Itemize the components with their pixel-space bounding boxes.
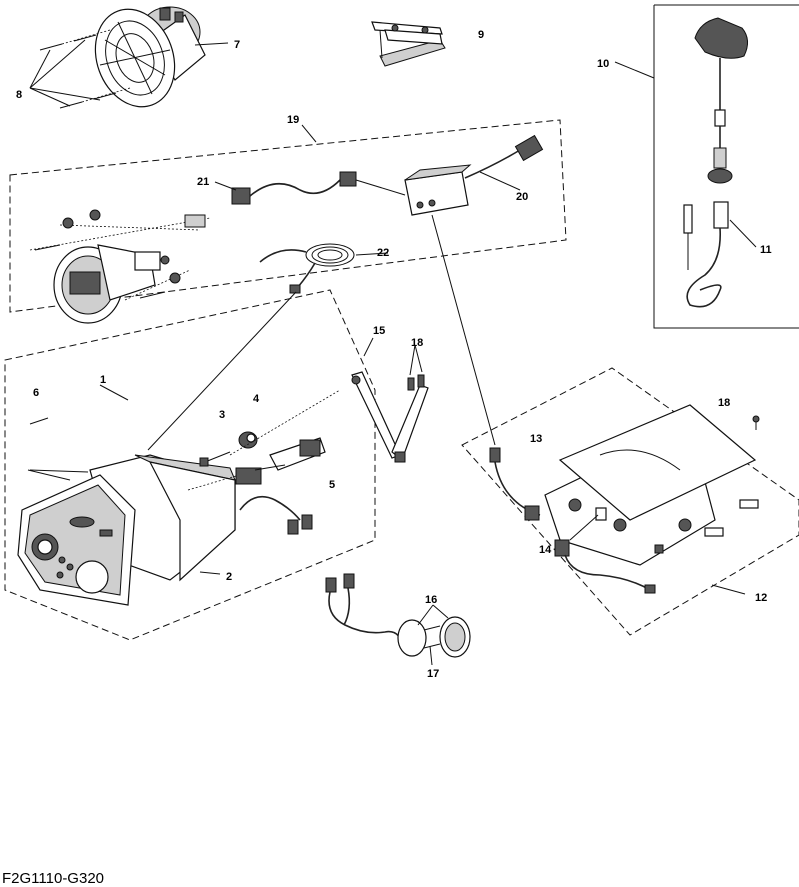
- antenna-cable-11: [683, 201, 729, 308]
- group-1-boundary: [4, 289, 376, 641]
- callout-14: 14: [539, 544, 552, 556]
- guide-line-21: [355, 179, 406, 196]
- guide-line-gauge: [147, 291, 297, 451]
- group-12-boundary: [461, 367, 799, 636]
- screw-18-right: [752, 415, 760, 430]
- plug-3: [199, 451, 231, 467]
- cable-and-socket: [325, 573, 471, 666]
- coiled-cable-22: [259, 243, 389, 294]
- callout-18: 18: [411, 337, 423, 349]
- callout-3: 3: [219, 409, 225, 421]
- guide-line-splitter: [431, 214, 496, 446]
- leader-12: [711, 584, 746, 595]
- guide-line-5: [187, 475, 237, 491]
- callout-1: 1: [100, 374, 106, 386]
- leader-15: [363, 337, 374, 357]
- screws-8: [29, 29, 131, 109]
- knob-4: [238, 431, 258, 449]
- callout-18-right: 18: [718, 397, 730, 409]
- harness-14: [554, 507, 656, 594]
- callout-4: 4: [253, 393, 260, 405]
- harness-5: [235, 437, 326, 535]
- antenna-10: [694, 17, 748, 184]
- gauge-assembly: [29, 209, 211, 324]
- callout-15: 15: [373, 325, 385, 337]
- splitter-20: [404, 134, 544, 216]
- module-12: [544, 404, 759, 566]
- speaker-7: [94, 6, 206, 108]
- callout-20: 20: [516, 191, 528, 203]
- callout-21: 21: [197, 176, 209, 188]
- callout-22: 22: [377, 247, 389, 259]
- callout-6: 6: [33, 387, 39, 399]
- leader-1: [99, 384, 129, 401]
- callout-11: 11: [760, 244, 772, 256]
- callout-10: 10: [597, 58, 609, 70]
- cable-21: [214, 171, 357, 205]
- guide-line-4: [229, 389, 341, 456]
- callout-5: 5: [329, 479, 335, 491]
- diagram-code: F2G1110-G320: [2, 870, 105, 887]
- strap-15: [351, 371, 429, 463]
- callout-8: 8: [16, 89, 22, 101]
- radio-unit-2: [17, 454, 236, 606]
- leader-19: [301, 124, 317, 143]
- callout-2: 2: [226, 571, 232, 583]
- group-10-boundary: [653, 5, 799, 329]
- callout-9: 9: [478, 29, 484, 41]
- leader-2: [199, 571, 221, 575]
- clips-18: [407, 344, 425, 391]
- bracket-9: [371, 21, 446, 67]
- connector-13: [489, 447, 541, 521]
- leader-7: [194, 42, 229, 46]
- callout-19: 19: [287, 114, 299, 126]
- callout-13: 13: [530, 433, 542, 445]
- screw-6: [27, 417, 89, 481]
- callout-12: 12: [755, 592, 767, 604]
- callout-16: 16: [425, 594, 437, 606]
- callout-7: 7: [234, 39, 240, 51]
- callout-17: 17: [427, 668, 439, 680]
- group-19-boundary: [9, 119, 567, 313]
- leader-10: [614, 61, 655, 79]
- leader-11: [729, 219, 757, 248]
